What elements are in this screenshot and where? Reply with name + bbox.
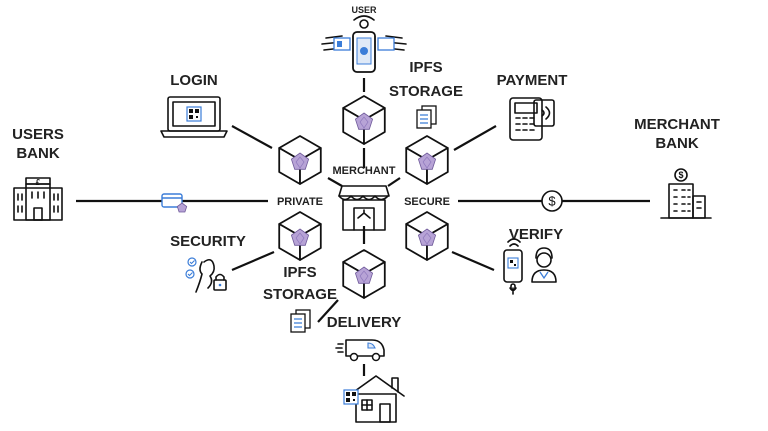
user-phone-icon bbox=[321, 15, 407, 73]
line-hub-right bbox=[387, 177, 401, 187]
card-terminal-icon bbox=[509, 97, 555, 141]
cube-upper-left bbox=[278, 135, 322, 185]
cube-upper-left-gem bbox=[290, 152, 310, 170]
ipfs-storage-bottom-line1: IPFS bbox=[283, 264, 316, 281]
merchant-store-icon bbox=[338, 185, 390, 231]
secure-label: SECURE bbox=[404, 196, 450, 208]
merchant-bank-line2: BANK bbox=[655, 135, 698, 152]
qr-code-icon bbox=[343, 389, 359, 405]
credit-card-icon bbox=[161, 193, 183, 208]
merchant-bank-line1: MERCHANT bbox=[634, 116, 720, 133]
verify-phone-agent-icon bbox=[503, 238, 557, 295]
cube-nodes bbox=[278, 95, 449, 299]
private-label: PRIVATE bbox=[277, 196, 323, 208]
pound-symbol: £ bbox=[36, 178, 41, 187]
cube-bottom bbox=[342, 249, 386, 299]
users-bank-building-icon: £ bbox=[13, 177, 63, 221]
merchant-bank-dollar: $ bbox=[678, 170, 683, 180]
cube-lower-left bbox=[278, 211, 322, 261]
ipfs-storage-top-line1: IPFS bbox=[409, 59, 442, 76]
line-security bbox=[231, 250, 275, 272]
delivery-van-icon bbox=[335, 339, 385, 362]
cube-upper-right bbox=[405, 135, 449, 185]
line-verify bbox=[451, 250, 495, 272]
connector-lines bbox=[76, 78, 650, 376]
delivery-label: DELIVERY bbox=[327, 314, 401, 331]
cube-top bbox=[342, 95, 386, 145]
house-icon bbox=[347, 375, 405, 423]
card-gem-icon bbox=[176, 202, 188, 213]
laptop-icon bbox=[160, 96, 228, 138]
line-login bbox=[231, 125, 273, 149]
line-payment bbox=[453, 125, 497, 151]
cube-lower-right bbox=[405, 211, 449, 261]
documents-icon-bottom bbox=[290, 309, 311, 333]
payment-dollar-symbol: $ bbox=[548, 194, 556, 209]
users-bank-line2: BANK bbox=[16, 145, 59, 162]
cube-lower-left-gem bbox=[290, 228, 310, 246]
cube-lower-right-gem bbox=[417, 228, 437, 246]
payment-label: PAYMENT bbox=[497, 72, 568, 89]
ipfs-storage-top-line2: STORAGE bbox=[389, 83, 463, 100]
cube-upper-right-gem bbox=[417, 152, 437, 170]
cube-bottom-gem bbox=[354, 266, 374, 284]
user-label: USER bbox=[351, 5, 377, 15]
line-storage-bottom bbox=[317, 299, 339, 323]
documents-icon-top bbox=[416, 105, 437, 129]
verify-label: VERIFY bbox=[509, 226, 563, 243]
merchant-label: MERCHANT bbox=[333, 165, 396, 177]
dollar-coin-icon: $ bbox=[541, 190, 563, 212]
ipfs-storage-bottom-line2: STORAGE bbox=[263, 286, 337, 303]
users-bank-line1: USERS bbox=[12, 126, 64, 143]
security-person-lock-icon bbox=[185, 257, 227, 293]
security-label: SECURITY bbox=[170, 233, 246, 250]
cube-top-gem bbox=[354, 112, 374, 130]
login-label: LOGIN bbox=[170, 72, 218, 89]
line-hub-left bbox=[327, 177, 343, 187]
merchant-bank-building-icon: $ bbox=[660, 168, 712, 219]
